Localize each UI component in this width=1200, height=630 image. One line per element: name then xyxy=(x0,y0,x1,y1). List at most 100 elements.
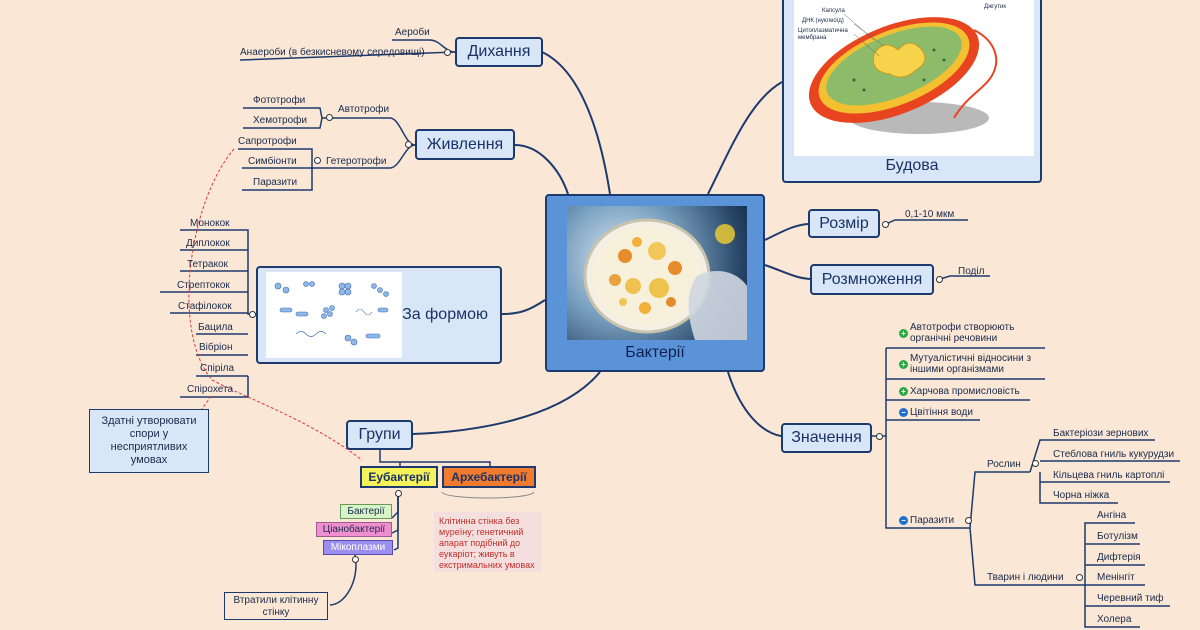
archaebacteria-note[interactable]: Клітинна стінка без муреїну; генетичний … xyxy=(434,512,542,572)
animal-disease-3: Дифтерія xyxy=(1097,552,1141,563)
sig-item-1-line-2: органічні речовини xyxy=(910,333,998,344)
shape-collapse-toggle[interactable] xyxy=(249,311,256,318)
spore-note-box[interactable]: Здатні утворювати спори у несприятливих … xyxy=(89,409,209,473)
cyanobacteria-subgroup[interactable]: Ціанобактерії xyxy=(316,522,392,537)
size-node[interactable]: Розмір xyxy=(808,209,880,238)
structure-label: Будова xyxy=(885,157,939,174)
plus-icon: + xyxy=(899,329,908,338)
diagram-label-dna: ДНК (нуклеоїд) xyxy=(802,18,844,24)
sig-item-2-line-2: іншими організмами xyxy=(910,364,1004,375)
mycoplasma-subgroup[interactable]: Мікоплазми xyxy=(323,540,393,555)
significance-item-2: Мутуалістичні відносини з іншими організ… xyxy=(910,353,1031,375)
spore-note-line-4: умовах xyxy=(130,454,168,466)
diagram-label-flagellum: Джгутик xyxy=(984,4,1006,10)
shape-label: За формою xyxy=(402,306,488,323)
spore-note-line-1: Здатні утворювати xyxy=(101,415,197,427)
shape-streptococcus: Стрептокок xyxy=(177,280,230,291)
nutrition-collapse-toggle[interactable] xyxy=(405,141,412,148)
link-groups xyxy=(412,371,601,435)
animal-disease-2: Ботулізм xyxy=(1097,531,1138,542)
sig-item-1-line-1: Автотрофи створюють xyxy=(910,322,1015,333)
link-shape xyxy=(501,299,546,315)
archae-note-line-4: еукаріот; живуть в xyxy=(439,549,515,559)
parasites-toggle[interactable] xyxy=(965,517,972,524)
significance-node[interactable]: Значення xyxy=(781,423,872,453)
mycoplasma-toggle[interactable] xyxy=(352,556,359,563)
animals-toggle[interactable] xyxy=(1076,574,1083,581)
animal-disease-1: Ангіна xyxy=(1097,510,1127,521)
eubacteria-node[interactable]: Еубактерії xyxy=(360,466,438,488)
petri-dish-image xyxy=(567,206,747,340)
reproduction-toggle[interactable] xyxy=(936,276,943,283)
animal-disease-5: Черевний тиф xyxy=(1097,593,1164,604)
plus-icon: + xyxy=(899,360,908,369)
animal-disease-4: Менінгіт xyxy=(1097,572,1135,583)
central-node-bacteria[interactable]: Бактерії xyxy=(545,194,765,372)
nutrition-node[interactable]: Живлення xyxy=(415,129,515,160)
link-significance xyxy=(727,371,782,437)
plants-toggle[interactable] xyxy=(1032,460,1039,467)
mycoplasma-note-line-1: Втратили клітинну xyxy=(233,595,319,606)
symbionts: Симбіонти xyxy=(248,156,297,167)
shape-vibrio: Вібріон xyxy=(199,342,233,353)
size-value: 0,1-10 мкм xyxy=(905,209,955,220)
archaebacteria-node[interactable]: Архебактерії xyxy=(442,466,536,488)
link-reproduction xyxy=(764,264,811,280)
significance-item-4: Цвітіння води xyxy=(910,407,973,418)
eubacteria-toggle[interactable] xyxy=(395,490,402,497)
diagram-label-capsule: Капсула xyxy=(822,8,845,14)
respiration-node[interactable]: Дихання xyxy=(455,37,543,67)
spore-note-line-3: несприятливих xyxy=(110,441,188,453)
bacteria-subgroup[interactable]: Бактерії xyxy=(340,504,392,519)
chemotrophs: Хемотрофи xyxy=(253,115,307,126)
animals-label: Тварин і людини xyxy=(987,572,1064,583)
saprotrophs: Сапротрофи xyxy=(238,136,297,147)
plant-disease-1: Бактеріози зернових xyxy=(1053,428,1149,439)
parasites-nutrition: Паразити xyxy=(253,177,298,188)
link-respiration xyxy=(541,51,611,195)
plant-disease-4: Чорна ніжка xyxy=(1053,490,1110,501)
spore-dashed-link xyxy=(188,148,235,381)
reproduction-node[interactable]: Розмноження xyxy=(810,264,934,295)
shape-spirochete: Спірохета xyxy=(187,384,234,395)
link-nutrition xyxy=(514,144,569,195)
plant-disease-2: Стеблова гниль кукурудзи xyxy=(1053,449,1175,460)
heterotrophs-toggle[interactable] xyxy=(314,157,321,164)
mycoplasma-note[interactable]: Втратили клітинну стінку xyxy=(224,592,328,620)
reproduction-value: Поділ xyxy=(958,266,985,277)
archae-note-line-3: апарат подібний до xyxy=(439,538,521,548)
shape-spirillum: Спіріла xyxy=(200,363,235,374)
shape-monococcus: Монокок xyxy=(190,218,230,229)
diagram-label-membrane-1: Цитоплазматична xyxy=(798,28,848,34)
significance-item-1: Автотрофи створюють органічні речовини xyxy=(910,322,1014,344)
mycoplasma-note-line-2: стінку xyxy=(262,607,290,618)
minus-icon: − xyxy=(899,408,908,417)
significance-item-3: Харчова промисловість xyxy=(910,386,1020,397)
phototrophs: Фототрофи xyxy=(253,95,306,106)
animal-disease-6: Холера xyxy=(1097,614,1132,625)
shape-bacillus: Бацила xyxy=(198,322,233,333)
bacterial-cell-diagram: Капсула ДНК (нуклеоїд) Цитоплазматична м… xyxy=(794,0,1034,156)
size-toggle[interactable] xyxy=(882,221,889,228)
link-size xyxy=(764,223,809,241)
shape-staphylococcus: Стафілокок xyxy=(178,301,232,312)
archae-note-line-2: муреїну; генетичний xyxy=(439,527,524,537)
sig-item-2-line-1: Мутуалістичні відносини з xyxy=(910,353,1032,364)
spore-note-line-2: спори у xyxy=(129,428,169,440)
respiration-collapse-toggle[interactable] xyxy=(444,49,451,56)
heterotrophs-label: Гетеротрофи xyxy=(326,156,387,167)
respiration-aerobes: Аероби xyxy=(395,27,430,38)
groups-node[interactable]: Групи xyxy=(346,420,413,450)
parasites-label: Паразити xyxy=(910,515,955,526)
diagram-label-membrane-2: мембрана xyxy=(798,35,827,41)
minus-icon: − xyxy=(899,516,908,525)
structure-node[interactable]: Капсула ДНК (нуклеоїд) Цитоплазматична м… xyxy=(782,0,1042,183)
autotrophs-toggle[interactable] xyxy=(326,114,333,121)
plants-label: Рослин xyxy=(987,459,1021,470)
archae-note-line-1: Клітинна стінка без xyxy=(439,516,520,526)
significance-toggle[interactable] xyxy=(876,433,883,440)
plant-disease-3: Кільцева гниль картоплі xyxy=(1053,470,1165,481)
central-label: Бактерії xyxy=(625,344,685,361)
respiration-anaerobes: Анаероби (в безкисневому середовищі) xyxy=(240,47,425,58)
